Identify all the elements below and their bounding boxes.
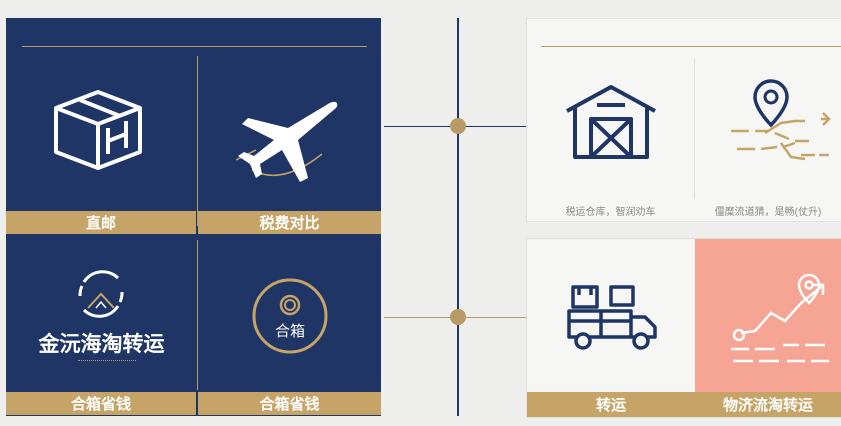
right-bottom-panel: 转运 物济流淘转运 <box>526 238 841 418</box>
warehouse-icon <box>563 81 659 165</box>
caption-warehouse: 税运仓库，智润劝车 <box>565 207 656 218</box>
brand-name: 金沅海淘转运 <box>38 333 165 356</box>
truck-icon <box>565 283 661 357</box>
cell-label-transship: 转运 <box>527 392 695 417</box>
cell-label-merge-save-2: 合箱省钱 <box>198 392 381 415</box>
merge-box-icon-text: 合箱 <box>274 323 305 340</box>
right-top-panel: 税运仓库，智润劝车 僵糜流道猜，是畅(仗升) <box>526 18 841 222</box>
cell-divider-upper <box>197 56 198 226</box>
top-gold-rule <box>22 46 367 47</box>
cell-label-merge-save-1: 合箱省钱 <box>6 392 196 415</box>
caption-route: 僵糜流道猜，是畅(仗升) <box>714 207 822 218</box>
brand-underline <box>78 360 136 361</box>
connector-top-left <box>384 126 458 127</box>
timeline-line <box>457 18 459 416</box>
cell-label-logistics: 物济流淘转运 <box>695 392 841 417</box>
merge-box-icon <box>250 276 330 360</box>
box-icon <box>50 86 146 176</box>
right-top-divider <box>694 59 695 199</box>
cell-divider-lower <box>197 240 198 390</box>
connector-top-right <box>458 126 526 127</box>
top-gold-rule-right <box>541 46 841 47</box>
timeline-node-top <box>450 118 466 134</box>
connector-bottom-right <box>458 317 526 318</box>
salmon-cell <box>695 239 841 417</box>
location-route-icon <box>725 77 835 181</box>
left-feature-panel: 直邮 税费对比 金沅海淘转运 合箱省钱 <box>6 18 381 416</box>
timeline-node-bottom <box>450 309 466 325</box>
trend-route-icon <box>725 273 835 373</box>
connector-bottom-left <box>384 317 458 318</box>
cell-label-tax-compare: 税费对比 <box>198 211 381 234</box>
brand-logo-icon <box>74 268 128 324</box>
cell-label-direct-mail: 直邮 <box>6 211 196 234</box>
airplane-icon <box>232 94 342 188</box>
